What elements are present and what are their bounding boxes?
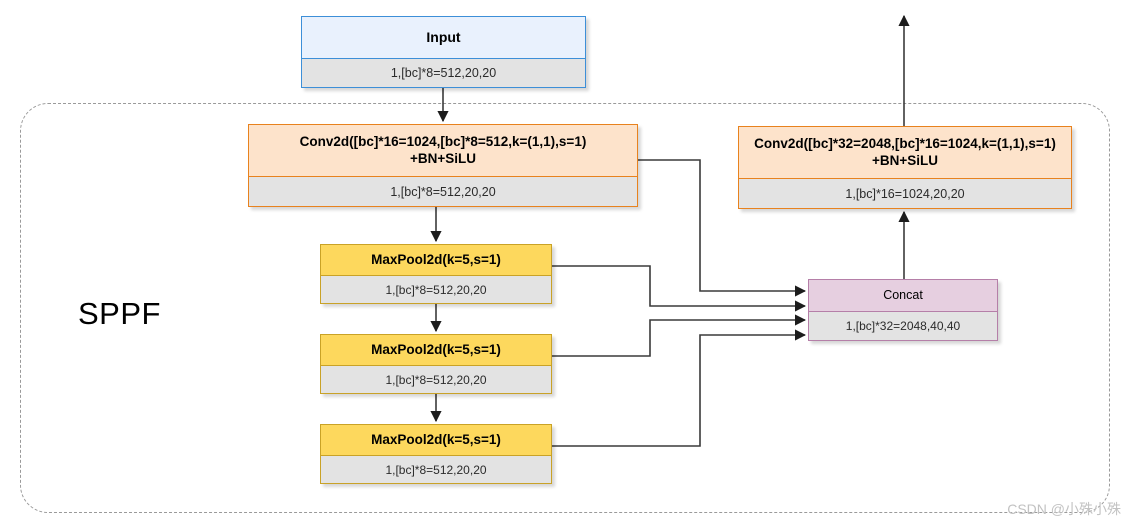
sppf-group-container [20, 103, 1110, 513]
node-concat-title: Concat [809, 280, 997, 312]
node-input-title: Input [302, 17, 585, 59]
node-input-shape: 1,[bc]*8=512,20,20 [302, 59, 585, 87]
node-input[interactable]: Input 1,[bc]*8=512,20,20 [301, 16, 586, 88]
node-maxpool-1[interactable]: MaxPool2d(k=5,s=1) 1,[bc]*8=512,20,20 [320, 244, 552, 304]
node-maxpool-3[interactable]: MaxPool2d(k=5,s=1) 1,[bc]*8=512,20,20 [320, 424, 552, 484]
node-conv-out-title-line2: +BN+SiLU [871, 152, 938, 168]
node-maxpool-1-shape: 1,[bc]*8=512,20,20 [321, 276, 551, 303]
csdn-watermark: CSDN @小殊小殊 [1007, 501, 1121, 517]
node-conv-in-title-text: Conv2d([bc]*16=1024,[bc]*8=512,k=(1,1),s… [300, 134, 587, 167]
node-conv-out-title: Conv2d([bc]*32=2048,[bc]*16=1024,k=(1,1)… [739, 127, 1071, 179]
node-maxpool-2-shape: 1,[bc]*8=512,20,20 [321, 366, 551, 393]
node-maxpool-3-shape: 1,[bc]*8=512,20,20 [321, 456, 551, 483]
node-conv-out-title-text: Conv2d([bc]*32=2048,[bc]*16=1024,k=(1,1)… [754, 136, 1056, 169]
node-conv-in-title-line1: Conv2d([bc]*16=1024,[bc]*8=512,k=(1,1),s… [299, 134, 587, 150]
node-conv-in-title: Conv2d([bc]*16=1024,[bc]*8=512,k=(1,1),s… [249, 125, 637, 177]
node-conv-out[interactable]: Conv2d([bc]*32=2048,[bc]*16=1024,k=(1,1)… [738, 126, 1072, 209]
node-maxpool-1-title: MaxPool2d(k=5,s=1) [321, 245, 551, 276]
node-maxpool-3-title: MaxPool2d(k=5,s=1) [321, 425, 551, 456]
sppf-group-label: SPPF [78, 296, 161, 331]
node-maxpool-2[interactable]: MaxPool2d(k=5,s=1) 1,[bc]*8=512,20,20 [320, 334, 552, 394]
node-conv-in-title-line2: +BN+SiLU [409, 150, 477, 166]
node-concat-shape: 1,[bc]*32=2048,40,40 [809, 312, 997, 340]
node-conv-out-shape: 1,[bc]*16=1024,20,20 [739, 179, 1071, 208]
node-conv-out-title-line1: Conv2d([bc]*32=2048,[bc]*16=1024,k=(1,1)… [754, 136, 1056, 152]
node-conv-in-shape: 1,[bc]*8=512,20,20 [249, 177, 637, 206]
node-conv-in[interactable]: Conv2d([bc]*16=1024,[bc]*8=512,k=(1,1),s… [248, 124, 638, 207]
node-concat[interactable]: Concat 1,[bc]*32=2048,40,40 [808, 279, 998, 341]
node-maxpool-2-title: MaxPool2d(k=5,s=1) [321, 335, 551, 366]
